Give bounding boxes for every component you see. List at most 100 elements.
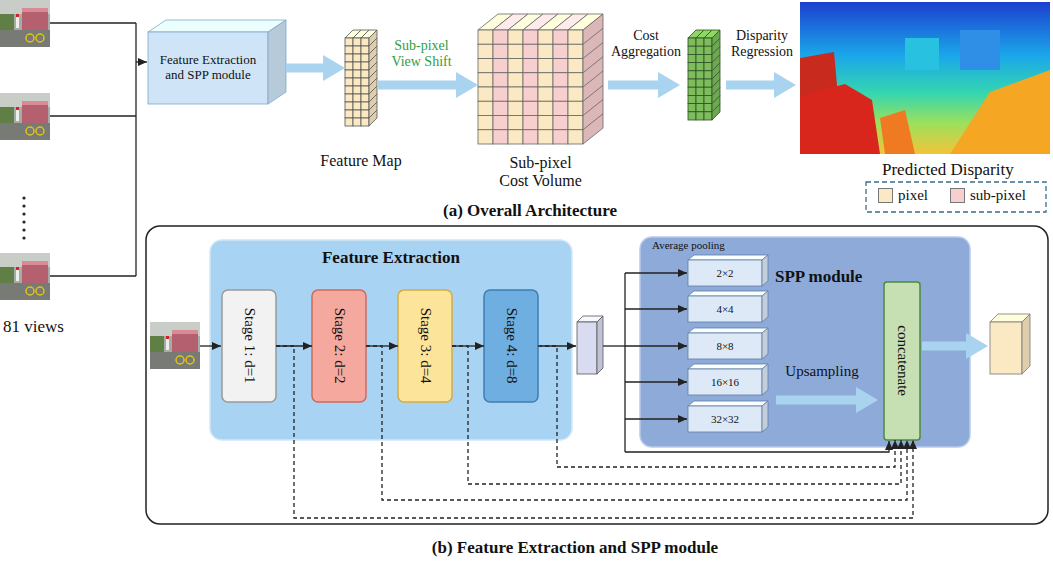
feature-map-shape: [361, 70, 369, 78]
ellipsis-dots: [22, 228, 25, 231]
cost-volume-shape: [538, 44, 553, 58]
ellipsis-dots: [22, 236, 25, 239]
cost-volume-shape: [493, 73, 508, 87]
aggregated-volume: [704, 46, 712, 54]
aggregated-volume: [704, 104, 712, 112]
cost-volume-shape: [538, 30, 553, 44]
feature-map-shape: [345, 70, 353, 78]
feature-map-shape: [369, 38, 377, 46]
aggregated-volume: [696, 63, 704, 71]
pool-size: 2×2: [716, 267, 733, 280]
cost-volume-shape: [583, 14, 603, 144]
ellipsis-dots: [22, 212, 25, 215]
cost-volume-shape: [523, 44, 538, 58]
flow-arrow: [776, 396, 866, 405]
cost-volume-shape: [508, 73, 523, 87]
cost-volume-shape: [583, 100, 603, 116]
pool-size: 32×32: [711, 413, 739, 426]
input-view: [150, 322, 200, 369]
feature-map-shape: [353, 94, 361, 102]
module-block-shape: [148, 20, 286, 32]
feature-map-shape: [361, 62, 369, 70]
feature-map-shape: [345, 78, 353, 86]
feature-map-shape: [353, 102, 361, 110]
node-heading: Feature Map: [306, 152, 416, 170]
aggregated-volume: [704, 71, 712, 79]
input-view: [0, 93, 50, 140]
aggregated-volume: [696, 38, 704, 46]
node-heading: Sub-pixel Cost Volume: [495, 154, 587, 191]
aggregated-volume: [712, 71, 720, 79]
feature-map-shape: [369, 46, 377, 54]
view-wires: [50, 115, 136, 116]
cost-volume-shape: [538, 101, 553, 115]
cost-volume-shape: [478, 30, 493, 44]
pooling-block-shape: [762, 328, 768, 359]
block-label: Feature Extraction and SPP module: [153, 53, 263, 83]
annotation: Cost Aggregation: [603, 28, 689, 60]
stage-block: Stage 2: d=2: [312, 290, 366, 402]
disparity-image: [800, 84, 880, 154]
signal-wire: [625, 381, 687, 382]
cost-volume-shape: [508, 130, 523, 144]
aggregated-volume: [688, 104, 696, 112]
feature-map-shape: [361, 54, 369, 62]
cost-volume-shape: [478, 59, 493, 73]
feature-map-shape: [361, 102, 369, 110]
aggregated-volume: [712, 55, 720, 63]
cost-volume-shape: [523, 30, 538, 44]
cost-volume-shape: [523, 116, 538, 130]
aggregated-volume: [696, 79, 704, 87]
cost-volume-shape: [538, 130, 553, 144]
aggregated-volume: [696, 104, 704, 112]
legend-label: pixel: [898, 187, 928, 204]
pooling-block-shape: [688, 369, 762, 395]
feature-map-shape: [361, 78, 369, 86]
feature-extraction-panel: Feature ExtractionStage 1: d=1Stage 2: d…: [210, 240, 572, 440]
aggregated-volume: [688, 112, 696, 120]
pooling-block: 4×4: [688, 291, 768, 322]
stage-block-shape: [398, 290, 452, 402]
node-outline: [688, 364, 768, 395]
aggregated-volume: [704, 95, 712, 103]
aggregated-volume: [712, 46, 720, 54]
feature-map-shape: [345, 38, 353, 46]
pooling-block-shape: [688, 406, 762, 432]
feature-map-shape: [353, 70, 361, 78]
feature-map-shape: [345, 30, 377, 126]
feature-map-shape: [369, 110, 377, 118]
legend-item: sub-pixel: [950, 187, 1026, 204]
ellipsis-dots: [22, 204, 25, 207]
view-wires: [136, 61, 147, 62]
pooling-block-shape: [688, 260, 762, 286]
cost-volume-shape: [493, 116, 508, 130]
aggregated-volume: [696, 95, 704, 103]
aggregated-volume: [704, 63, 712, 71]
aggregated-volume: [688, 87, 696, 95]
pool-size: 8×8: [716, 340, 733, 353]
aggregated-volume: [712, 30, 720, 120]
ellipsis-dots: [22, 196, 25, 199]
flow-arrow: [726, 81, 784, 90]
signal-wire: [603, 345, 625, 346]
feature-map-shape: [361, 110, 369, 118]
node-outline: [210, 240, 572, 440]
flow-arrow: [286, 64, 333, 73]
annotation: Disparity Regression: [719, 28, 805, 60]
cost-volume-shape: [538, 116, 553, 130]
pooling-block-shape: [762, 364, 768, 395]
cost-volume-shape: [583, 71, 603, 87]
cost-volume-shape: [493, 59, 508, 73]
pooling-block-shape: [688, 364, 768, 395]
aggregated-volume: [696, 87, 704, 95]
node-heading: Feature Extraction: [210, 248, 572, 268]
cost-volume-shape: [553, 73, 568, 87]
feature-map-shape: [353, 110, 361, 118]
pooling-block-shape: [762, 291, 768, 322]
pooling-block: 32×32: [688, 401, 768, 432]
ellipsis-dots: [22, 220, 25, 223]
node-outline: [478, 14, 603, 144]
output-feature: [1022, 314, 1030, 374]
view-wires: [135, 23, 136, 276]
